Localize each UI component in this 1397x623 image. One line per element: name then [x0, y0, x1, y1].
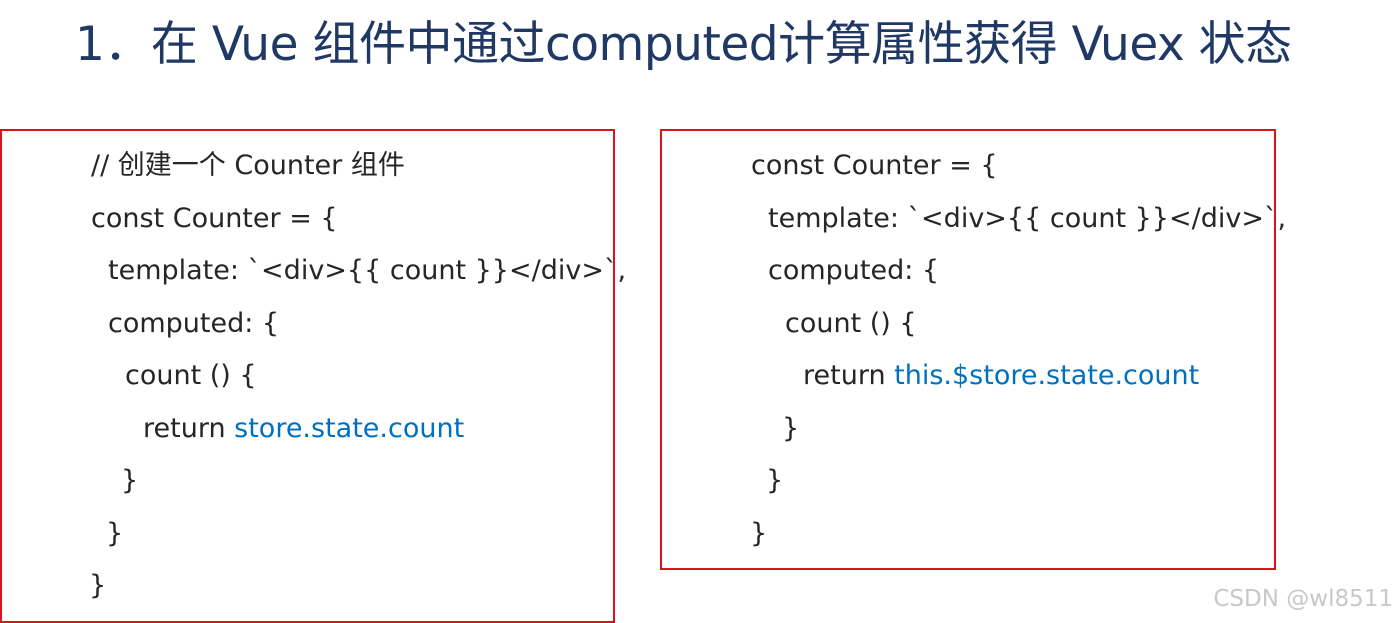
left-code-comment-line: // 创建一个 Counter 组件	[91, 150, 405, 181]
right-code-return-line: return this.$store.state.count	[803, 358, 1199, 394]
left-code-close-brace: }	[89, 570, 107, 601]
right-code-close-brace: }	[750, 518, 768, 549]
left-code-box	[0, 129, 615, 623]
right-code-box	[660, 129, 1276, 570]
right-code-computed-line: computed: {	[768, 255, 940, 286]
left-code-close-brace: }	[106, 518, 124, 549]
csdn-watermark: CSDN @wl8511	[1213, 586, 1393, 612]
right-code-count-line: count () {	[785, 308, 917, 339]
left-code-template-line: template: `<div>{{ count }}</div>`,	[108, 255, 627, 286]
left-code-const-line: const Counter = {	[91, 203, 338, 234]
right-code-template-line: template: `<div>{{ count }}</div>`,	[768, 203, 1287, 234]
left-code-count-line: count () {	[125, 360, 257, 391]
left-code-computed-line: computed: {	[108, 308, 280, 339]
right-code-close-brace: }	[782, 413, 800, 444]
left-return-expression: store.state.count	[234, 413, 465, 444]
right-code-const-line: const Counter = {	[751, 150, 998, 181]
left-code-return-line: return store.state.count	[143, 411, 464, 447]
left-code-close-brace: }	[121, 465, 139, 496]
right-code-close-brace: }	[766, 465, 784, 496]
right-return-expression: this.$store.state.count	[894, 360, 1200, 391]
slide-title: 1．在 Vue 组件中通过computed计算属性获得 Vuex 状态	[75, 17, 1292, 72]
left-return-keyword: return	[143, 413, 235, 444]
right-return-keyword: return	[803, 360, 895, 391]
